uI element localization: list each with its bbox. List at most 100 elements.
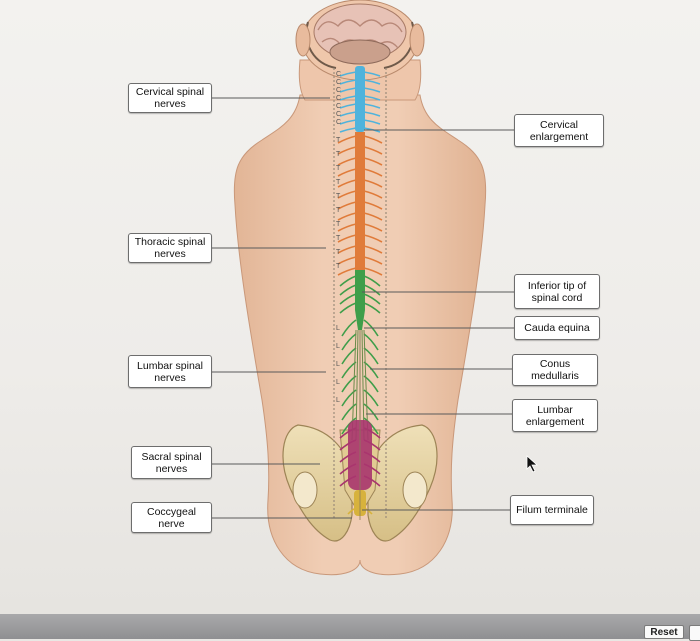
- spinal-nerve: [363, 95, 381, 101]
- label-lumbar-enlargement[interactable]: Lumbar enlargement: [512, 399, 598, 432]
- label-inferior-tip-of-spinal-cord[interactable]: Inferior tip of spinal cord: [514, 274, 600, 309]
- segment-letter: L: [336, 379, 340, 386]
- spinal-nerve: [363, 201, 383, 210]
- segment-letter: T: [336, 235, 341, 242]
- label-thoracic-spinal-nerves[interactable]: Thoracic spinal nerves: [128, 233, 212, 263]
- spinal-nerve: [363, 245, 383, 254]
- segment-letter: T: [336, 221, 341, 228]
- segment-letter: L: [336, 325, 340, 332]
- spinal-nerve: [339, 79, 357, 85]
- segment-letter: C: [336, 71, 341, 78]
- segment-letter: L: [336, 397, 340, 404]
- spinal-nerve: [339, 284, 357, 296]
- label-cervical-spinal-nerves[interactable]: Cervical spinal nerves: [128, 83, 212, 113]
- spinal-nerve: [339, 103, 357, 109]
- spinal-nerve: [341, 319, 357, 337]
- spinal-nerve: [337, 267, 357, 276]
- label-conus-medullaris[interactable]: Conus medullaris: [512, 354, 598, 386]
- spinal-nerve: [363, 284, 381, 296]
- spinal-nerve: [363, 157, 383, 166]
- spinal-nerve: [363, 302, 381, 314]
- spinal-nerve: [363, 119, 381, 125]
- spinal-nerve: [339, 293, 357, 305]
- spinal-nerve: [337, 256, 357, 265]
- segment-letter: T: [336, 207, 341, 214]
- spinal-nerve: [363, 212, 383, 221]
- spinal-nerve: [363, 333, 379, 351]
- segment-letter: L: [336, 343, 340, 350]
- spinal-nerve: [337, 135, 357, 144]
- spinal-nerve: [363, 179, 383, 188]
- segment-letter: C: [336, 103, 341, 110]
- spinal-nerve: [363, 319, 379, 337]
- segment-letter: T: [336, 165, 341, 172]
- spinal-nerve: [337, 201, 357, 210]
- segment-letter: T: [336, 249, 341, 256]
- segment-letter: T: [336, 137, 341, 144]
- cord-cervical-segment: [355, 66, 365, 132]
- segment-letter: C: [336, 87, 341, 94]
- spinal-nerve: [337, 212, 357, 221]
- spinal-nerve: [363, 293, 381, 305]
- cord-thoracic-segment: [355, 132, 365, 270]
- segment-letter: T: [336, 193, 341, 200]
- label-sacral-spinal-nerves[interactable]: Sacral spinal nerves: [131, 446, 212, 479]
- spinal-nerve: [341, 375, 357, 393]
- label-coccygeal-nerve[interactable]: Coccygeal nerve: [131, 502, 212, 533]
- spinal-nerve: [363, 223, 383, 232]
- segment-letter: C: [336, 119, 341, 126]
- spinal-nerve: [339, 119, 357, 125]
- spinal-nerve: [363, 275, 381, 287]
- segment-letter: T: [336, 263, 341, 270]
- spinal-nerve: [339, 302, 357, 314]
- spinal-nerve: [363, 103, 381, 109]
- spinal-nerve: [363, 389, 379, 407]
- vertebral-canal-outline: [333, 68, 387, 520]
- spinal-nerve: [363, 375, 379, 393]
- spinal-nerve: [363, 79, 381, 85]
- spinal-nerve: [363, 403, 379, 421]
- spinal-nerve: [341, 403, 357, 421]
- spinal-nerve: [337, 245, 357, 254]
- spinal-nerve: [339, 71, 357, 77]
- spinal-nerve: [337, 190, 357, 199]
- label-cervical-enlargement[interactable]: Cervical enlargement: [514, 114, 604, 147]
- spinal-nerve: [341, 333, 357, 351]
- spinal-nerve: [363, 146, 383, 155]
- segment-letter: L: [336, 361, 340, 368]
- spinal-nerve: [339, 95, 357, 101]
- spinal-nerve: [339, 127, 357, 133]
- spinal-nerve: [337, 234, 357, 243]
- spinal-nerve: [339, 111, 357, 117]
- segment-letter: C: [336, 111, 341, 118]
- spinal-nerve: [337, 157, 357, 166]
- head-brain: [295, 0, 425, 81]
- spinal-nerve: [337, 168, 357, 177]
- conus-medullaris-shape: [355, 310, 365, 330]
- label-lumbar-spinal-nerves[interactable]: Lumbar spinal nerves: [128, 355, 212, 388]
- leader-lines: [212, 97, 514, 519]
- spinal-nerve: [337, 179, 357, 188]
- spinal-nerve: [363, 256, 383, 265]
- segment-letter: T: [336, 179, 341, 186]
- spinal-nerve: [337, 223, 357, 232]
- spinal-cord: [348, 66, 372, 520]
- label-filum-terminale[interactable]: Filum terminale: [510, 495, 594, 525]
- cord-lumbar-segment: [355, 270, 365, 310]
- spinal-nerve: [363, 267, 383, 276]
- spinal-nerve: [363, 71, 381, 77]
- segment-letter: T: [336, 151, 341, 158]
- spinal-nerve: [363, 234, 383, 243]
- segment-letter: C: [336, 95, 341, 102]
- reset-button[interactable]: Reset: [644, 625, 684, 639]
- spinal-nerve: [363, 135, 383, 144]
- segment-letter: C: [336, 79, 341, 86]
- spinal-nerve: [363, 190, 383, 199]
- label-cauda-equina[interactable]: Cauda equina: [514, 316, 600, 340]
- spinal-nerve: [339, 87, 357, 93]
- spinal-nerve: [363, 168, 383, 177]
- spinal-nerve: [363, 111, 381, 117]
- mouse-pointer-icon: [526, 455, 539, 473]
